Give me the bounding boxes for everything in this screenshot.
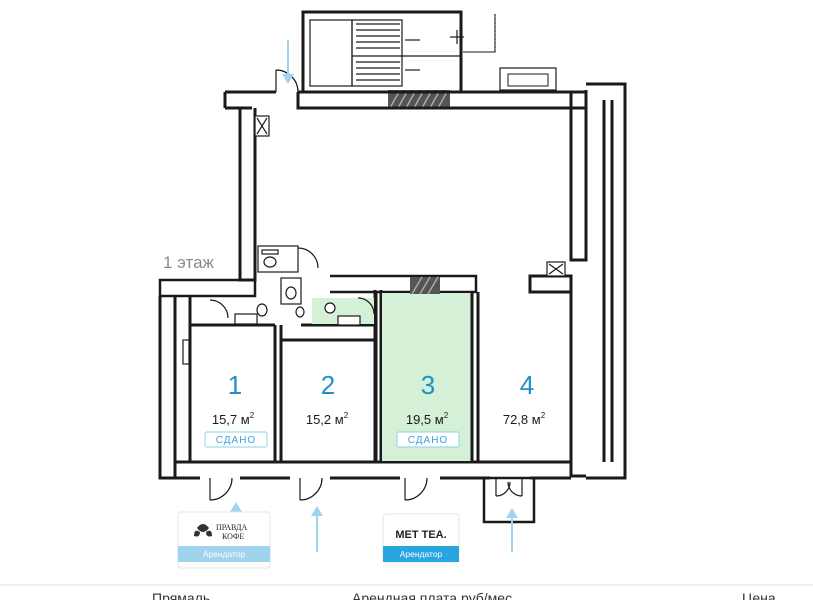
tenant-caption: Арендатор xyxy=(203,549,246,559)
leaf-icon xyxy=(194,524,212,537)
unit-number: 2 xyxy=(321,370,335,400)
tenant-caption: Арендатор xyxy=(400,549,443,559)
unit-3[interactable]: 3 19,5 м2 СДАНО xyxy=(396,370,460,448)
unit-area: 15,2 м2 xyxy=(306,411,349,427)
unit-number: 1 xyxy=(228,370,242,400)
tenant-met-tea[interactable]: MET TEA. Арендатор xyxy=(382,513,460,563)
stairwell xyxy=(301,10,496,94)
bottom-nav-item-1[interactable]: Прямаль xyxy=(152,590,210,600)
hatch-unit3 xyxy=(410,276,440,295)
unit-area: 15,7 м2 xyxy=(212,411,255,427)
unit-area: 19,5 м2 xyxy=(406,411,449,427)
doors xyxy=(209,69,536,524)
fixtures xyxy=(182,115,566,365)
tenant-badge xyxy=(178,546,270,562)
tenant-badge xyxy=(383,546,459,562)
logo-line1: ПРАВДА xyxy=(216,523,247,532)
bottom-nav-item-2[interactable]: Арендная плата руб/мес xyxy=(352,590,512,600)
unit-number: 4 xyxy=(520,370,534,400)
unit-2[interactable]: 2 15,2 м2 xyxy=(306,370,349,427)
unit-1[interactable]: 1 15,7 м2 СДАНО xyxy=(204,370,268,448)
unit-number: 3 xyxy=(421,370,435,400)
logo-line2: КОФЕ xyxy=(222,532,244,541)
met-tea-logo: MET TEA. xyxy=(395,529,446,541)
bottom-nav-item-3[interactable]: Цена xyxy=(742,590,776,600)
unit-area: 72,8 м2 xyxy=(503,411,546,427)
tenant-pravda-kofe[interactable]: ПРАВДА КОФЕ Арендатор xyxy=(177,511,271,569)
status-badge xyxy=(204,431,268,448)
status-badge xyxy=(396,431,460,448)
floor-label: 1 этаж xyxy=(163,253,215,272)
status-badge-text: СДАНО xyxy=(408,435,448,446)
status-badge-text: СДАНО xyxy=(216,435,256,446)
outer-walls xyxy=(158,82,627,480)
unit-4[interactable]: 4 72,8 м2 xyxy=(503,370,546,427)
hatch-top xyxy=(388,89,450,109)
